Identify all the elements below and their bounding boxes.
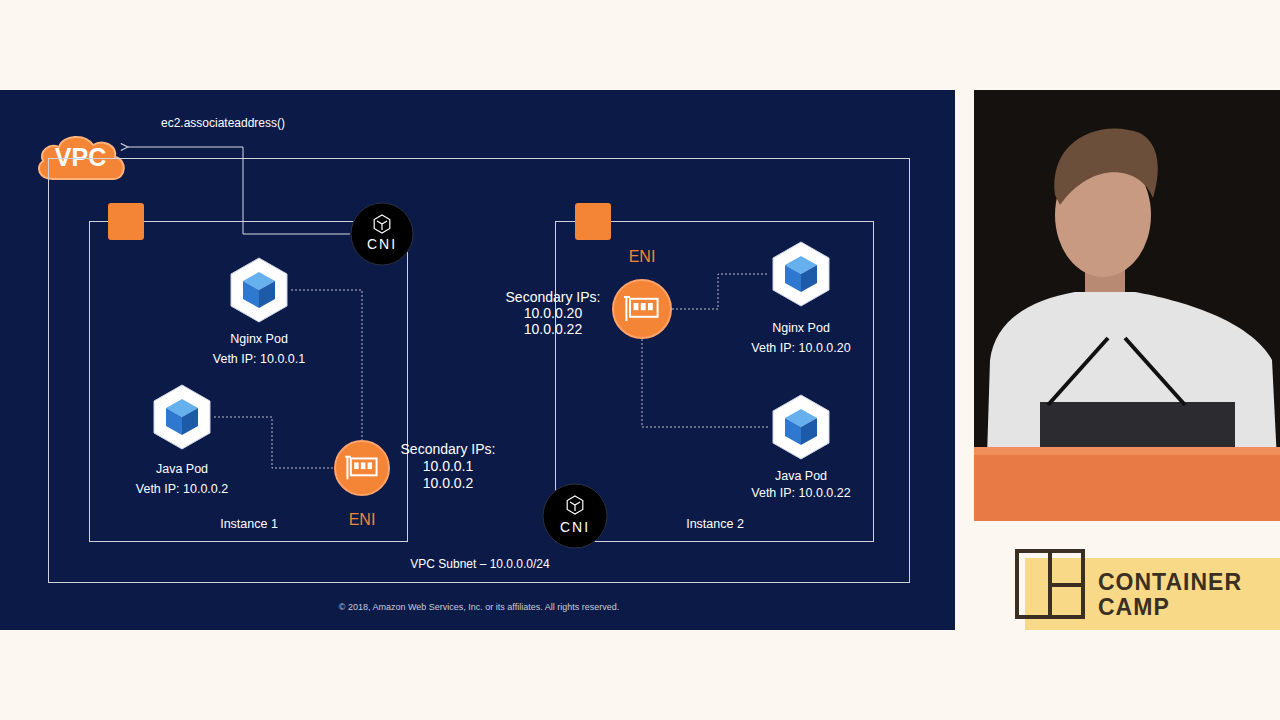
logo-band <box>1025 558 1280 630</box>
pod-node: Nginx PodVeth IP: 10.0.0.1 <box>227 258 291 322</box>
pod-cube <box>259 281 275 308</box>
node-label: Veth IP: 10.0.0.2 <box>102 482 262 498</box>
pod-cube <box>166 408 182 435</box>
node-outline <box>769 242 833 306</box>
laptop <box>1040 402 1235 450</box>
event-logo-text: CONTAINER CAMP <box>1098 570 1258 620</box>
speaker-hair <box>1054 128 1157 205</box>
pod-cube <box>243 281 259 308</box>
pod-hexagon <box>773 242 829 306</box>
pod-hexagon <box>154 385 210 449</box>
nic-glyph <box>345 457 351 479</box>
node-label: Nginx Pod <box>179 332 339 348</box>
nic-glyph <box>630 299 658 317</box>
pod-cube <box>801 418 817 445</box>
node-label: Veth IP: 10.0.0.20 <box>721 341 881 357</box>
node-label: Secondary IPs: 10.0.0.1 10.0.0.2 <box>398 441 498 492</box>
cni-glyph <box>377 221 387 230</box>
node-outline <box>769 395 833 459</box>
cni-circle <box>543 484 607 548</box>
pod-node: Java PodVeth IP: 10.0.0.2 <box>150 385 214 449</box>
node-label: Secondary IPs: 10.0.0.20 10.0.0.22 <box>503 289 603 337</box>
cni-glyph <box>374 215 390 233</box>
eni-circle <box>613 280 671 338</box>
pod-node: Nginx PodVeth IP: 10.0.0.20 <box>769 242 833 306</box>
instance-box: Instance 1CNINginx PodVeth IP: 10.0.0.1J… <box>89 221 408 542</box>
slide-background <box>0 90 955 630</box>
nic-glyph <box>351 458 377 475</box>
edge-label: ec2.associateaddress() <box>148 116 298 130</box>
podium <box>974 447 1280 521</box>
node-label: Veth IP: 10.0.0.22 <box>721 486 881 502</box>
pod-cube <box>182 408 198 435</box>
node-label: CNI <box>542 519 608 537</box>
cni-glyph <box>570 502 580 511</box>
veth-link <box>291 290 362 440</box>
vpc-subnet-box: VPC Subnet – 10.0.0.0/24 Instance 1 CNI Ngi… <box>48 158 910 583</box>
nic-glyph <box>648 303 653 310</box>
node-label: Java Pod <box>721 469 881 485</box>
node-label: Nginx Pod <box>721 321 881 337</box>
ec2-instance-icon <box>575 203 611 240</box>
eni-interface: ENISecondary IPs: 10.0.0.1 10.0.0.2 <box>334 440 390 496</box>
node-label: Instance 1 <box>189 517 309 533</box>
node-label: CNI <box>350 236 414 254</box>
nic-glyph <box>354 462 358 469</box>
cni-glyph <box>567 496 583 514</box>
pod-cube <box>801 265 817 292</box>
node-outline <box>334 440 390 496</box>
pod-cube <box>785 418 801 445</box>
podium-edge <box>974 447 1280 455</box>
node-label: ENI <box>592 247 692 267</box>
pod-cube <box>785 265 801 292</box>
cni-plugin: CNI <box>350 202 414 266</box>
logo-icon <box>1017 551 1083 617</box>
pod-hexagon <box>231 258 287 322</box>
ec2-instance-icon <box>108 203 144 240</box>
veth-link <box>672 274 769 309</box>
nic-glyph <box>641 303 646 310</box>
pod-hexagon <box>773 395 829 459</box>
node-outline <box>350 202 414 266</box>
microphone-stand <box>1125 338 1185 405</box>
node-outline <box>150 385 214 449</box>
logo-icon-line <box>1050 583 1083 587</box>
copyright-note: © 2018, Amazon Web Services, Inc. or its… <box>179 602 779 613</box>
cni-circle <box>351 203 413 265</box>
nic-glyph <box>634 303 639 310</box>
nic-glyph <box>361 462 365 469</box>
eni-circle <box>335 441 389 495</box>
microphone-stand <box>1048 338 1108 405</box>
api-call-arrow <box>128 147 350 234</box>
nic-glyph <box>624 297 630 321</box>
node-label: ENI <box>312 510 412 530</box>
instance-box: Instance 2 ENISecondary IPs: 10.0.0.20 10… <box>555 221 874 542</box>
node-label: Veth IP: 10.0.0.1 <box>179 352 339 368</box>
cni-plugin: CNI <box>542 483 608 549</box>
node-outline <box>542 483 608 549</box>
node-outline <box>227 258 291 322</box>
node-label: Instance 2 <box>655 517 775 533</box>
eni-interface: ENISecondary IPs: 10.0.0.20 10.0.0.22 <box>612 279 672 339</box>
node-label: Java Pod <box>102 462 262 478</box>
veth-link <box>214 417 334 468</box>
veth-link <box>642 339 769 427</box>
speaker-photo <box>974 90 1280 521</box>
nic-glyph <box>368 462 372 469</box>
node-label: VPC Subnet – 10.0.0.0/24 <box>330 557 630 572</box>
node-outline <box>612 279 672 339</box>
pod-node: Java PodVeth IP: 10.0.0.22 <box>769 395 833 459</box>
